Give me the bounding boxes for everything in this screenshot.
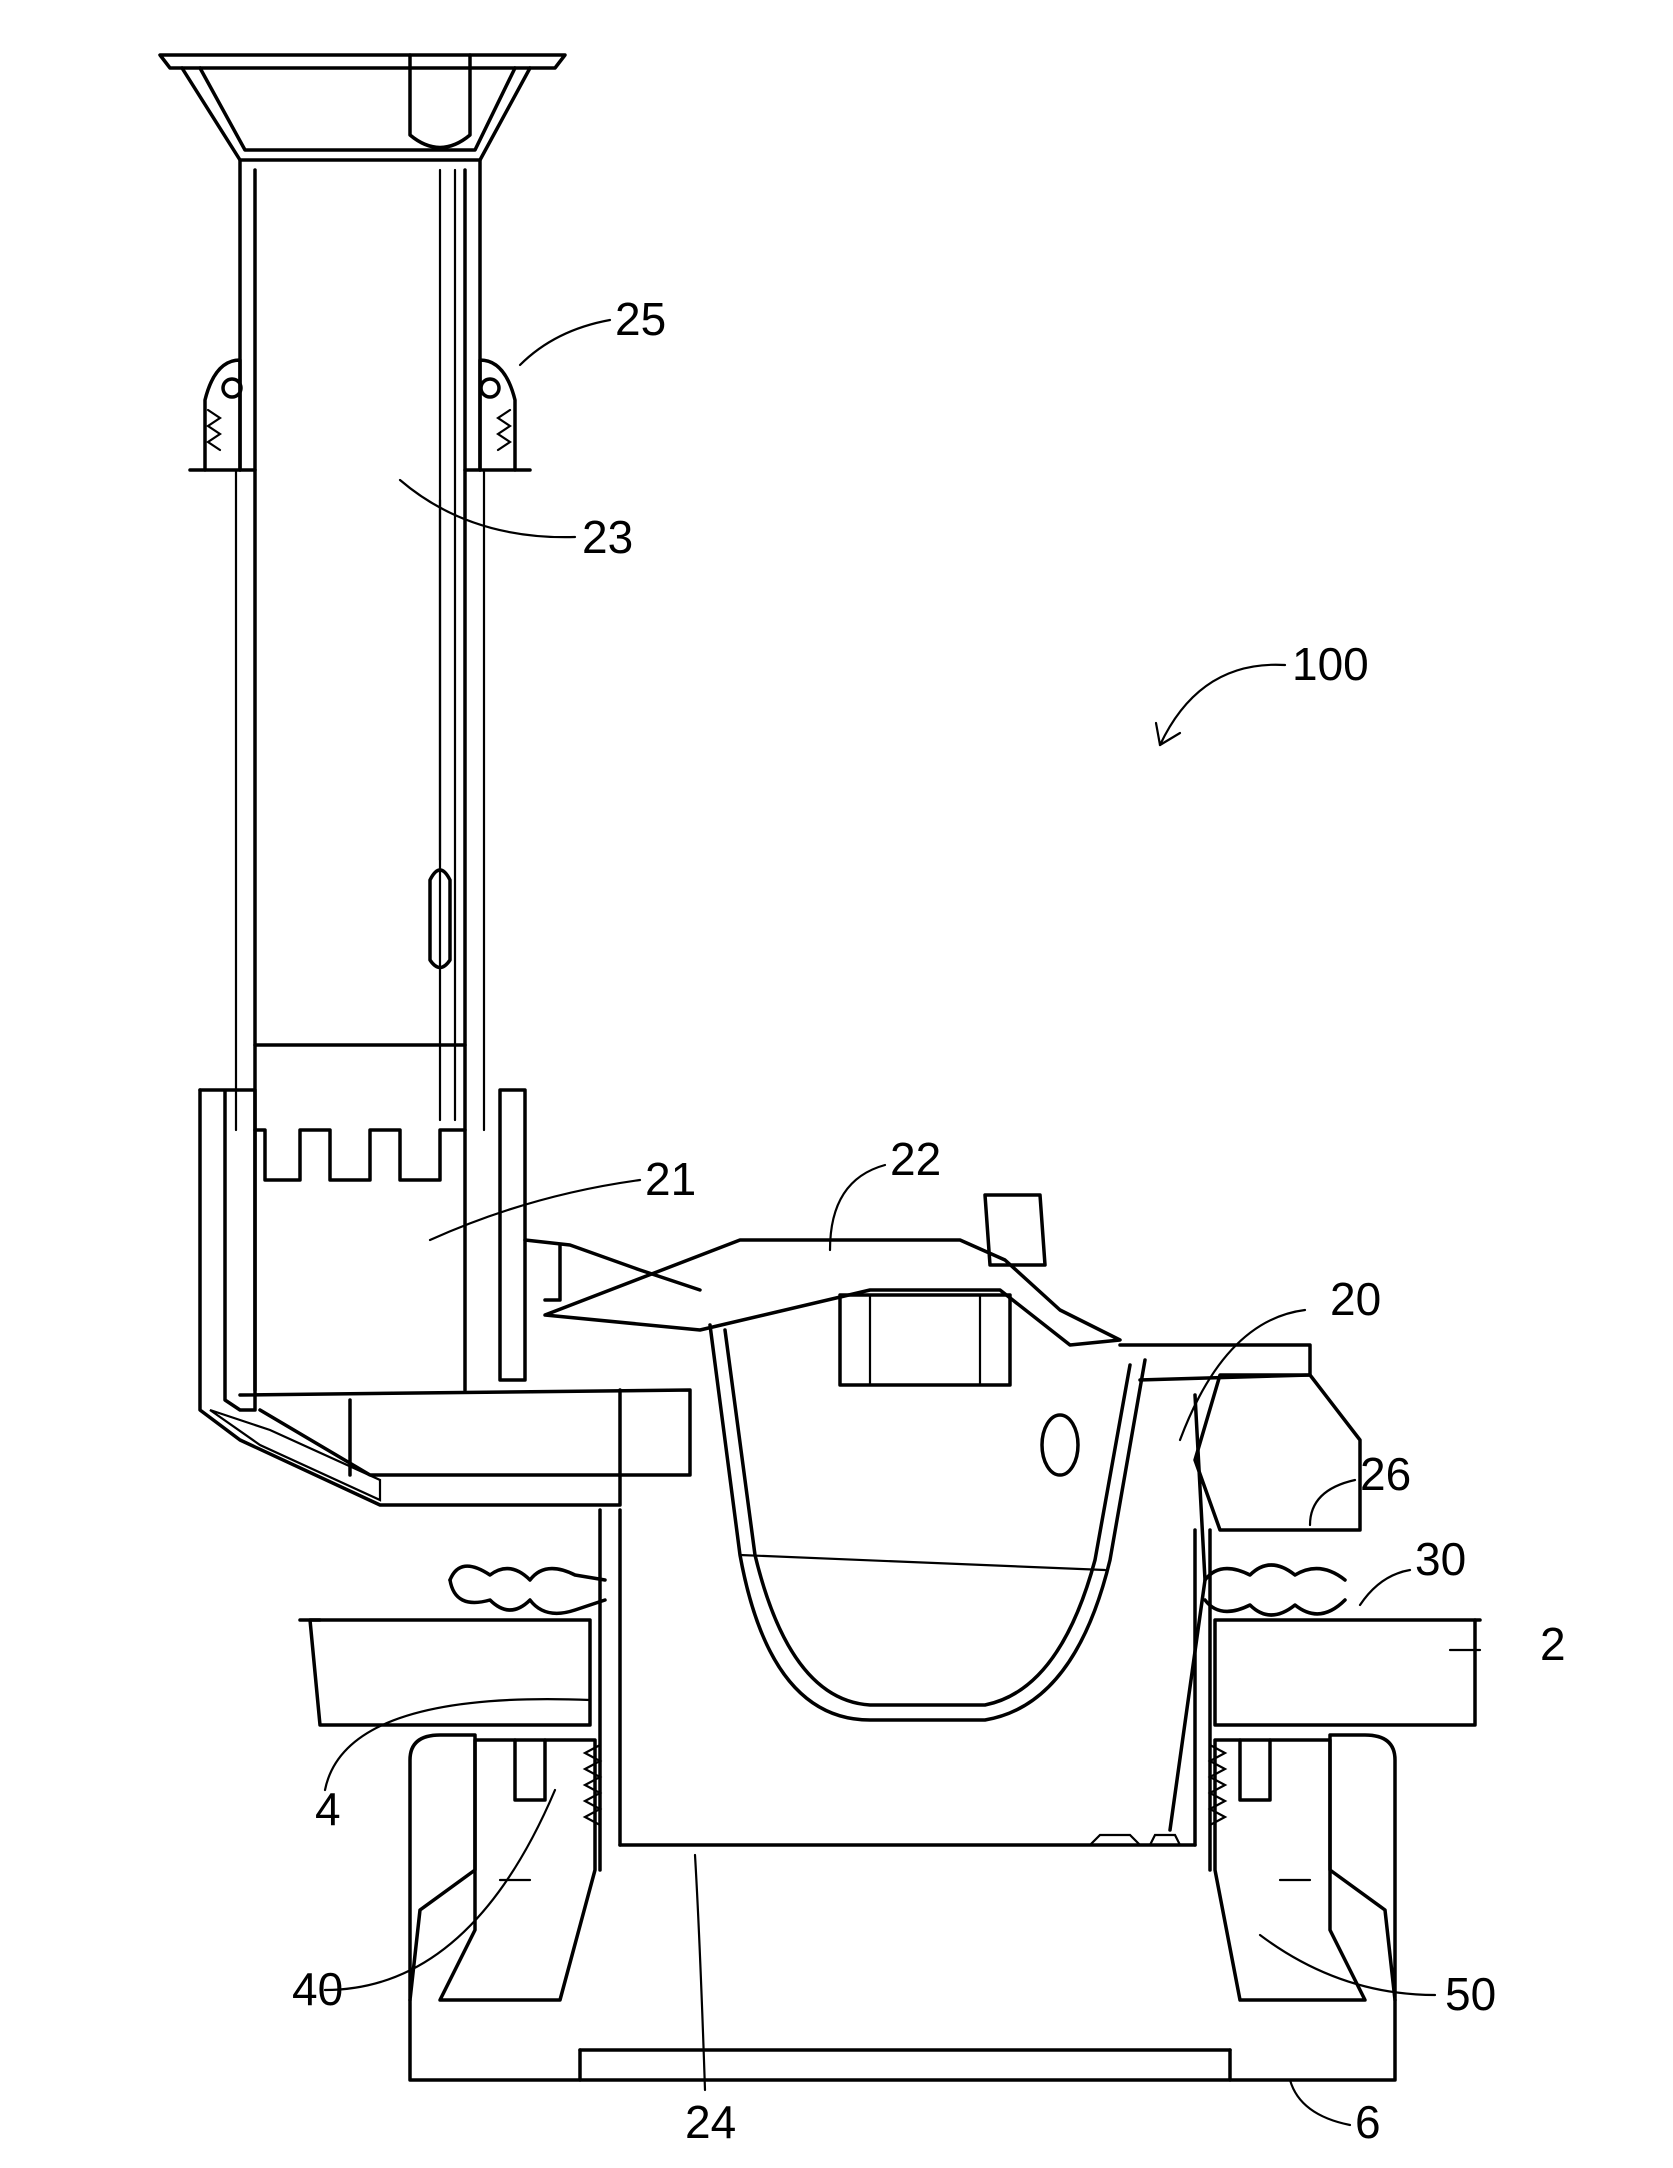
base-bracket <box>410 1735 1395 2080</box>
drain-body <box>585 1510 1225 1870</box>
ref-40: 40 <box>292 1963 343 2015</box>
ref-22: 22 <box>890 1133 941 1185</box>
elbow-housing <box>200 1090 700 1505</box>
ref-4: 4 <box>315 1783 341 1835</box>
ref-23: 23 <box>582 511 633 563</box>
ref-24: 24 <box>685 2096 736 2148</box>
ref-100: 100 <box>1292 638 1369 690</box>
ref-25: 25 <box>615 293 666 345</box>
ref-6: 6 <box>1355 2096 1381 2148</box>
ref-30: 30 <box>1415 1533 1466 1585</box>
vertical-tube <box>160 55 565 1390</box>
ref-20: 20 <box>1330 1273 1381 1325</box>
ref-50: 50 <box>1445 1968 1496 2020</box>
countertop <box>300 1620 1480 1725</box>
ref-26: 26 <box>1360 1448 1411 1500</box>
ref-21: 21 <box>645 1153 696 1205</box>
ref-2: 2 <box>1540 1618 1566 1670</box>
lid-and-bowl <box>545 1195 1360 1830</box>
